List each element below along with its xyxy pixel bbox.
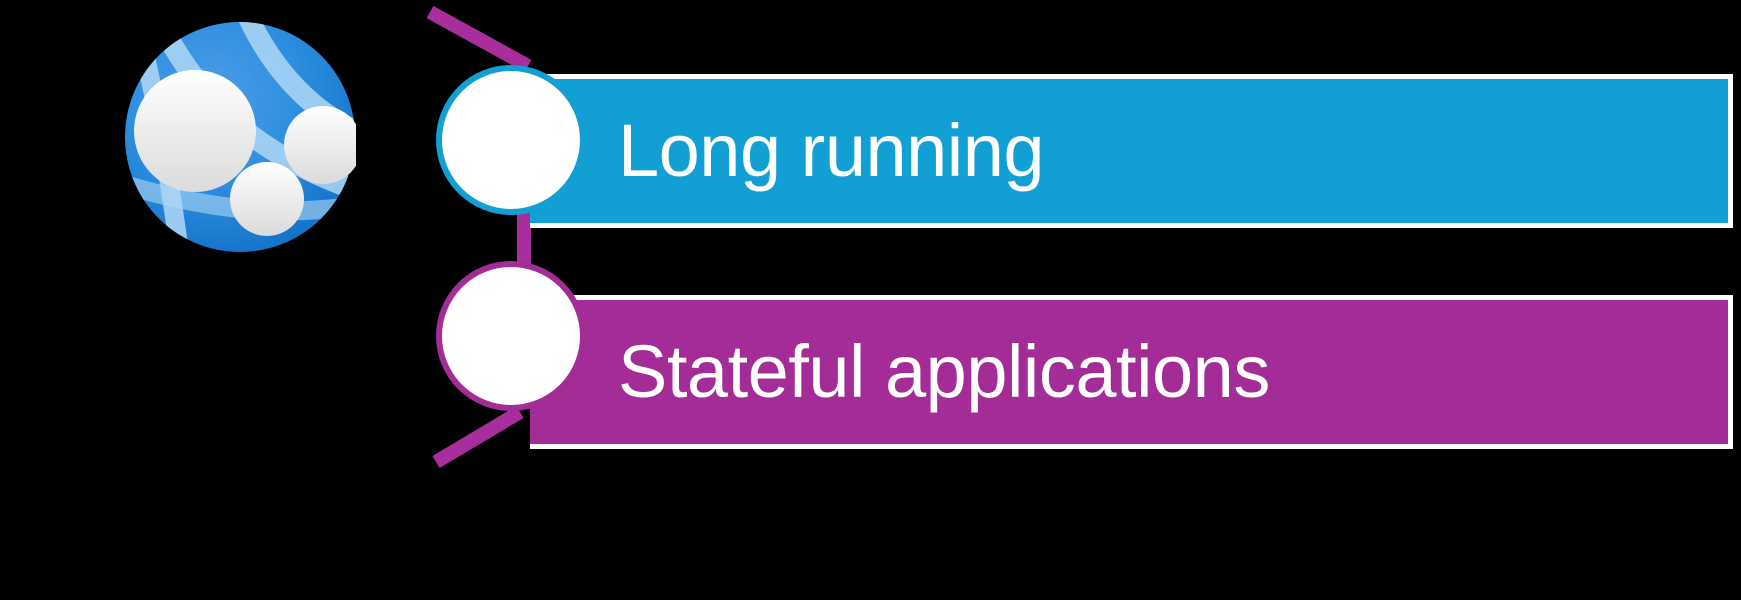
row-stateful-bar[interactable]: Stateful applications [530,295,1733,449]
row-stateful-label: Stateful applications [618,330,1270,413]
row-long-running-bar[interactable]: Long running [530,74,1733,228]
row-long-running-label: Long running [618,109,1045,192]
bullet-long-running[interactable] [436,65,586,215]
network-globe-icon [124,21,356,253]
bullet-stateful[interactable] [436,261,586,411]
timeline-connector [400,0,620,480]
